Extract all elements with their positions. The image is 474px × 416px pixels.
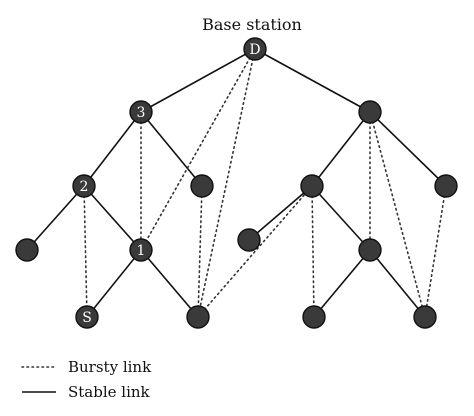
node-label: 3 bbox=[137, 105, 146, 121]
bursty-link-n1-n9 bbox=[140, 48, 256, 251]
bursty-link-n3-n16 bbox=[369, 111, 426, 318]
stable-link-n11-n14 bbox=[313, 249, 371, 318]
legend-stable-label: Stable link bbox=[68, 383, 151, 401]
bursty-link-n4-n12 bbox=[83, 185, 88, 318]
node-circle bbox=[302, 305, 326, 329]
node-circle bbox=[129, 100, 153, 124]
node-circle bbox=[358, 238, 382, 262]
stable-link-n2-n5 bbox=[140, 111, 203, 187]
node-circle bbox=[75, 305, 99, 329]
legend-bursty-label: Bursty link bbox=[68, 358, 152, 376]
stable-link-n1-n2 bbox=[140, 48, 256, 113]
stable-link-n9-n13 bbox=[140, 249, 199, 318]
node-label: 2 bbox=[80, 179, 89, 195]
node bbox=[190, 174, 214, 198]
bursty-link-n1-n13 bbox=[197, 48, 256, 318]
bursty-link-n7-n16 bbox=[424, 185, 447, 318]
legend: Bursty link Stable link bbox=[21, 358, 152, 401]
node-label: S bbox=[82, 310, 92, 326]
node-label: D bbox=[249, 42, 260, 58]
node bbox=[15, 238, 39, 262]
node bbox=[358, 238, 382, 262]
node bbox=[300, 174, 324, 198]
node bbox=[237, 228, 261, 252]
bursty-link-n5-n13 bbox=[197, 185, 203, 318]
node bbox=[186, 305, 210, 329]
stable-link-n4-n9 bbox=[83, 185, 142, 251]
links-layer bbox=[26, 48, 447, 318]
node-circle bbox=[186, 305, 210, 329]
node bbox=[413, 305, 437, 329]
node-circle bbox=[129, 238, 153, 262]
stable-link-n9-n12 bbox=[86, 249, 142, 318]
node-circle bbox=[358, 100, 382, 124]
stable-link-n6-n10 bbox=[248, 185, 313, 241]
node-3: 3 bbox=[129, 100, 153, 124]
stable-link-n2-n4 bbox=[83, 111, 142, 187]
node-2: 2 bbox=[72, 174, 96, 198]
bursty-link-n13-n6 bbox=[197, 185, 313, 318]
node-1: 1 bbox=[129, 238, 153, 262]
stable-link-n6-n11 bbox=[311, 185, 371, 251]
node-circle bbox=[190, 174, 214, 198]
nodes-layer: D 3 2 1S bbox=[15, 37, 458, 329]
node-circle bbox=[15, 238, 39, 262]
node-circle bbox=[237, 228, 261, 252]
stable-link-n1-n3 bbox=[254, 48, 371, 113]
node-circle bbox=[413, 305, 437, 329]
node-circle bbox=[72, 174, 96, 198]
stable-link-n3-n6 bbox=[311, 111, 371, 187]
stable-link-n11-n16 bbox=[369, 249, 426, 318]
stable-link-n3-n7 bbox=[369, 111, 447, 187]
node bbox=[434, 174, 458, 198]
node-label: 1 bbox=[137, 243, 146, 259]
node-d: D bbox=[243, 37, 267, 61]
node-circle bbox=[243, 37, 267, 61]
node-circle bbox=[300, 174, 324, 198]
node bbox=[302, 305, 326, 329]
node-s: S bbox=[75, 305, 99, 329]
base-station-title: Base station bbox=[202, 15, 302, 34]
stable-link-n4-n8 bbox=[26, 185, 85, 251]
bursty-link-n6-n14 bbox=[311, 185, 315, 318]
node bbox=[358, 100, 382, 124]
node-circle bbox=[434, 174, 458, 198]
